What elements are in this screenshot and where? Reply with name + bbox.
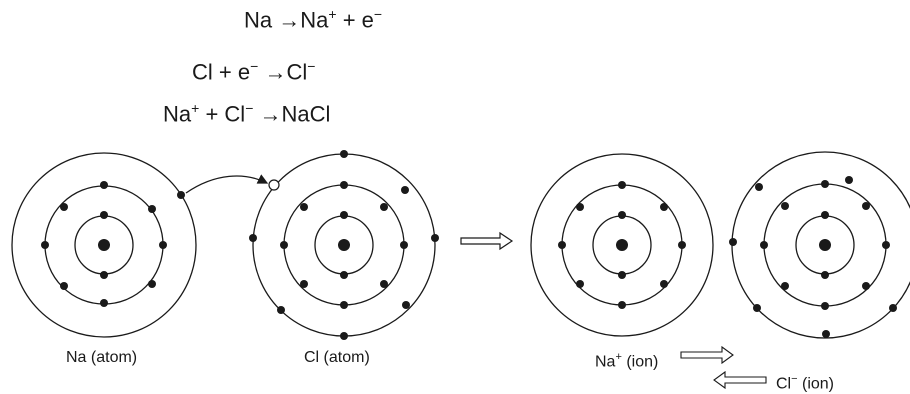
eq-symbol: e <box>237 59 251 85</box>
eq-symbol: NaCl <box>281 101 331 127</box>
eq-symbol: Na <box>300 7 329 33</box>
electron-vacancy <box>268 179 280 191</box>
shell-outer <box>11 152 197 338</box>
label-text: (ion) <box>797 375 834 393</box>
charge-sup: − <box>791 373 798 385</box>
eq-symbol: e <box>361 7 374 33</box>
label-cl-atom: Cl (atom) <box>304 349 370 366</box>
equation-nacl-formation: Na+ + Cl− →NaCl <box>163 100 330 127</box>
electron-transfer-arrow <box>185 174 269 194</box>
plus-symbol: + <box>342 7 356 33</box>
reaction-arrow <box>460 231 514 251</box>
electrons <box>249 150 439 340</box>
label-na-atom: Na (atom) <box>66 349 138 366</box>
charge-sup: + <box>191 100 200 116</box>
eq-symbol: Cl <box>192 59 213 85</box>
eq-symbol: Cl <box>286 59 308 85</box>
arrow-symbol: → <box>259 101 282 127</box>
label-text: Cl <box>776 375 792 393</box>
electrons <box>41 181 185 307</box>
cl-atom <box>249 150 439 340</box>
nucleus <box>616 239 628 251</box>
label-text: (ion) <box>621 353 659 371</box>
equation-cl-reduction: Cl + e− →Cl− <box>192 58 315 85</box>
na-atom <box>11 152 197 338</box>
electrons <box>729 176 897 338</box>
equation-na-ionization: Na →Na+ + e− <box>244 6 382 33</box>
label-text: Na <box>595 353 616 371</box>
electrons <box>558 181 686 309</box>
charge-sup: − <box>250 58 259 74</box>
nucleus <box>98 239 110 251</box>
nucleus <box>338 239 350 251</box>
left-arrow-cl-ion <box>713 370 767 390</box>
eq-symbol: Na <box>244 7 273 33</box>
arrow-symbol: → <box>264 59 287 85</box>
eq-symbol: Na <box>163 101 192 127</box>
plus-symbol: + <box>205 101 219 127</box>
eq-symbol: Cl <box>224 101 246 127</box>
plus-symbol: + <box>218 59 232 85</box>
nucleus <box>819 239 831 251</box>
label-na-ion: Na+ (ion) <box>595 351 658 371</box>
charge-sup: + <box>328 6 337 22</box>
charge-sup: − <box>307 58 316 74</box>
label-cl-ion: Cl− (ion) <box>776 373 834 393</box>
arrow-symbol: → <box>278 7 301 33</box>
right-arrow-na-ion <box>680 345 734 365</box>
na-ion <box>530 153 714 337</box>
cl-ion <box>729 151 910 339</box>
shell-outer <box>530 153 714 337</box>
charge-sup: + <box>615 351 622 363</box>
charge-sup: − <box>373 6 383 22</box>
charge-sup: − <box>245 100 254 116</box>
